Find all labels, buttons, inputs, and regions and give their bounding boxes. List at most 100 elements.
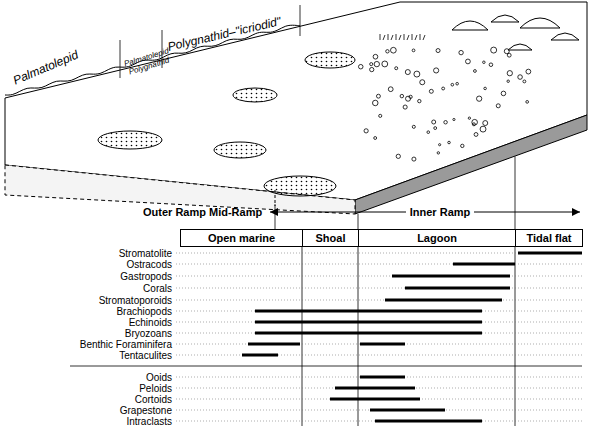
grain bbox=[370, 67, 374, 71]
row-guide bbox=[176, 388, 582, 389]
facies-name: Shoal bbox=[316, 232, 346, 244]
row-guide bbox=[176, 288, 582, 289]
range-bar bbox=[242, 354, 278, 357]
reef-tuft bbox=[404, 34, 409, 40]
grain bbox=[442, 87, 445, 90]
sea-surface bbox=[5, 25, 300, 95]
grain bbox=[409, 95, 412, 98]
constituent-name: Gastropods bbox=[120, 271, 172, 282]
grain bbox=[412, 125, 415, 128]
facies-boundary bbox=[515, 156, 516, 426]
row-guide bbox=[176, 344, 582, 345]
grain bbox=[461, 144, 464, 147]
grain bbox=[466, 59, 471, 64]
grain bbox=[496, 104, 500, 108]
wave-line bbox=[5, 25, 300, 95]
constituent-name: Grapestone bbox=[120, 405, 172, 416]
grain bbox=[418, 99, 421, 102]
grain bbox=[444, 121, 447, 124]
mound bbox=[551, 33, 579, 40]
stromatolite-mounds bbox=[452, 15, 579, 50]
row-guide bbox=[176, 410, 582, 411]
grain bbox=[480, 126, 486, 132]
range-bar bbox=[335, 387, 415, 390]
facies-cell: Shoal bbox=[302, 229, 359, 247]
row-guide bbox=[176, 300, 582, 301]
constituent-name: Stromatolite bbox=[119, 248, 172, 259]
reef-tuft bbox=[380, 34, 385, 40]
constituent-name: Peloids bbox=[139, 383, 172, 394]
facies-name: Open marine bbox=[208, 232, 275, 244]
range-bar bbox=[248, 343, 300, 346]
grain bbox=[439, 144, 441, 146]
grain bbox=[379, 114, 382, 117]
range-bar bbox=[370, 409, 445, 412]
grain bbox=[420, 80, 425, 85]
grain bbox=[396, 154, 400, 158]
range-bar bbox=[330, 398, 420, 401]
grain bbox=[400, 94, 403, 97]
grain bbox=[427, 131, 430, 134]
grain bbox=[456, 82, 459, 85]
constituent-name: Stromatoporoids bbox=[99, 295, 172, 306]
lagoon-grains bbox=[358, 34, 530, 161]
zone-line bbox=[275, 204, 276, 229]
range-bar bbox=[255, 310, 482, 313]
constituent-name: Echinoids bbox=[129, 317, 172, 328]
constituent-name: Ooids bbox=[146, 372, 172, 383]
grain bbox=[436, 49, 440, 53]
grain bbox=[451, 83, 454, 86]
grain bbox=[391, 47, 397, 53]
grain bbox=[403, 105, 407, 109]
grain bbox=[358, 64, 363, 69]
mound bbox=[520, 18, 560, 28]
reef-tuft bbox=[396, 34, 401, 40]
grain bbox=[388, 87, 393, 92]
facies-name: Tidal flat bbox=[526, 232, 571, 244]
grain bbox=[370, 63, 373, 66]
grain bbox=[412, 157, 416, 161]
shoal-lens bbox=[264, 176, 336, 196]
grain bbox=[412, 49, 415, 52]
biofacies-label: Palmatolepid Polygnathid bbox=[121, 47, 174, 78]
ramp-surface bbox=[5, 2, 587, 200]
grain bbox=[453, 118, 455, 120]
biofacies-label: Palmatolepid bbox=[11, 49, 80, 88]
reef-tuft bbox=[420, 34, 425, 40]
row-guide bbox=[176, 264, 582, 265]
constituent-name: Tentaculites bbox=[119, 350, 172, 361]
constituent-name: Corals bbox=[143, 283, 172, 294]
grain bbox=[434, 68, 439, 73]
grain bbox=[477, 96, 482, 101]
grain bbox=[483, 61, 486, 64]
grain bbox=[468, 117, 470, 119]
grain bbox=[374, 61, 379, 66]
grain bbox=[382, 61, 388, 67]
patch-reef bbox=[305, 52, 355, 68]
constituent-name: Cortoids bbox=[135, 394, 172, 405]
patch-reef bbox=[233, 88, 277, 102]
grain bbox=[484, 87, 487, 90]
row-guide bbox=[176, 333, 582, 334]
zone-line bbox=[300, 5, 301, 36]
zone-label: Mid-Ramp bbox=[209, 206, 262, 218]
grain bbox=[374, 137, 377, 140]
constituent-name: Ostracods bbox=[126, 259, 172, 270]
range-bar bbox=[385, 299, 502, 302]
grain bbox=[437, 152, 439, 154]
range-bar bbox=[405, 287, 510, 290]
reef-tuft bbox=[388, 34, 393, 40]
range-bar bbox=[375, 420, 482, 423]
grain bbox=[526, 101, 529, 104]
range-bar bbox=[255, 332, 482, 335]
range-grid bbox=[70, 156, 582, 426]
grain bbox=[364, 129, 368, 133]
range-bar bbox=[392, 275, 510, 278]
grain bbox=[483, 121, 488, 126]
grain bbox=[405, 70, 410, 75]
grain bbox=[386, 50, 389, 53]
facies-name: Lagoon bbox=[417, 232, 457, 244]
grain bbox=[474, 70, 477, 73]
row-guide bbox=[176, 399, 582, 400]
